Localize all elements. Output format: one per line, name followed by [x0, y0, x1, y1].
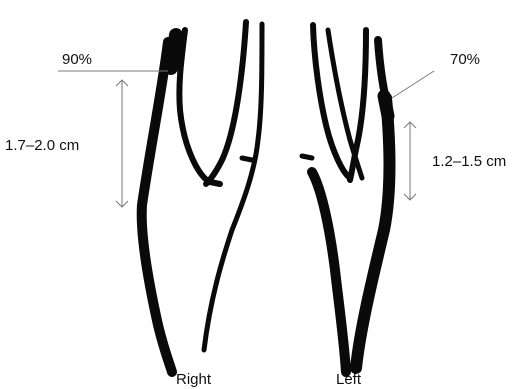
left-length-label: 1.2–1.5 cm — [432, 154, 506, 169]
right-length-arrow — [116, 80, 128, 207]
right-cut-mark — [242, 158, 252, 160]
left-cut-mark — [302, 156, 312, 158]
left-cca-inner-wall — [312, 172, 346, 372]
left-stenosis-leader — [392, 71, 434, 98]
left-side-label: Left — [336, 372, 361, 387]
left-plaque — [384, 96, 388, 116]
left-eca-outer-wall — [350, 30, 366, 180]
left-ica-outer-wall — [378, 40, 386, 98]
right-cca-outer-wall — [142, 42, 172, 372]
right-plaque — [171, 35, 176, 68]
right-side-label: Right — [176, 372, 211, 387]
right-length-label: 1.7–2.0 cm — [5, 138, 79, 153]
right-eca-outer-wall — [204, 24, 262, 350]
left-carotid — [302, 25, 390, 372]
right-stenosis-label: 90% — [62, 52, 92, 67]
left-length-arrow — [404, 122, 416, 200]
left-stenosis-label: 70% — [450, 52, 480, 67]
right-ica-inner-wall — [179, 30, 220, 184]
right-carotid — [142, 22, 262, 372]
right-eca-inner-wall — [206, 22, 246, 184]
